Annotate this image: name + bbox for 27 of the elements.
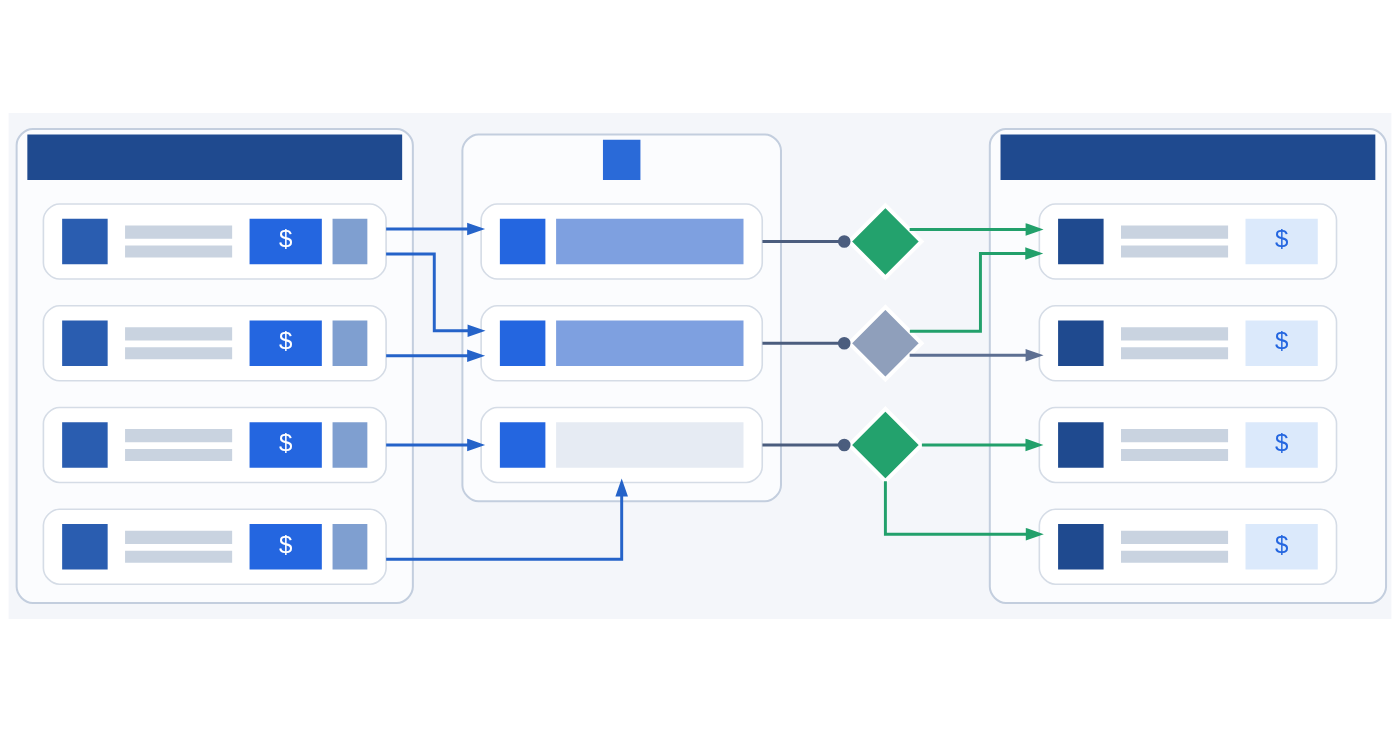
node-box: $ <box>1038 304 1338 382</box>
node-box <box>480 304 764 382</box>
arrow <box>386 349 486 363</box>
node-box: $ <box>1038 406 1338 484</box>
arrow <box>909 247 1044 333</box>
arrow <box>386 252 486 338</box>
cluster <box>15 128 414 604</box>
connector <box>762 235 851 248</box>
node-box: $ <box>42 203 387 280</box>
connector <box>762 336 851 350</box>
node-box <box>480 203 764 280</box>
arrow <box>909 223 1044 236</box>
node-box: $ <box>1038 203 1338 280</box>
arrow <box>386 222 486 236</box>
arrow <box>386 478 628 561</box>
node-box: $ <box>42 508 387 585</box>
arrow <box>909 349 1044 362</box>
connector <box>762 438 851 452</box>
arrow <box>921 438 1044 452</box>
cluster <box>988 128 1388 604</box>
cluster <box>461 133 782 503</box>
node-box <box>480 406 764 484</box>
arrow <box>386 438 486 452</box>
arrow <box>883 481 1044 541</box>
node-box: $ <box>42 406 387 484</box>
node-box: $ <box>1038 508 1338 585</box>
node-box: $ <box>42 304 387 382</box>
